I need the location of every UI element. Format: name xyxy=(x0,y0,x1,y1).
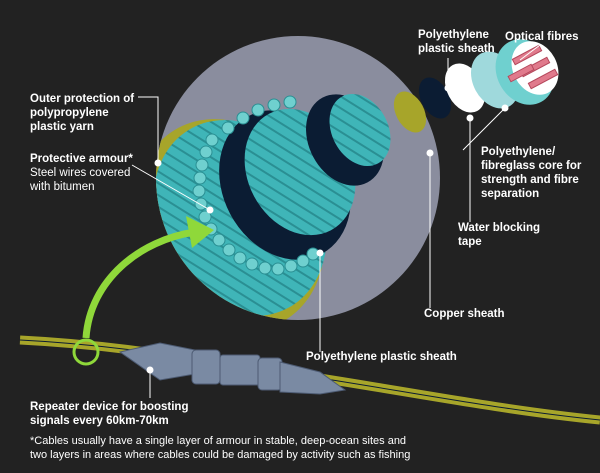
label-water-tape-line: Water blocking xyxy=(458,222,540,234)
label-pe-sheath-bottom-text: Polyethylene plastic sheath xyxy=(306,351,457,363)
label-repeater-line: Repeater device for boosting xyxy=(30,401,189,413)
label-armour-desc: with bitumen xyxy=(30,181,95,193)
label-water-tape: Water blocking tape xyxy=(458,221,540,249)
label-pe-sheath-top-line: Polyethylene xyxy=(418,29,489,41)
label-optical-fibres-text: Optical fibres xyxy=(505,31,579,43)
cable-core-tail xyxy=(393,39,559,133)
repeater-device xyxy=(118,342,347,395)
label-pe-sheath-top: Polyethylene plastic sheath xyxy=(418,28,495,56)
label-repeater: Repeater device for boosting signals eve… xyxy=(30,400,188,428)
label-outer-protection-line: Outer protection of xyxy=(30,93,135,105)
label-outer-protection-line: plastic yarn xyxy=(30,121,94,133)
zoom-arrow xyxy=(82,228,196,339)
label-repeater-line: signals every 60km-70km xyxy=(30,415,169,427)
footnote: *Cables usually have a single layer of a… xyxy=(30,434,410,462)
label-armour-desc: Steel wires covered xyxy=(30,167,131,179)
leader-dots xyxy=(146,84,509,374)
cable-cross-section xyxy=(156,93,391,320)
zoom-arrow-head xyxy=(186,216,214,248)
label-core-line: strength and fibre xyxy=(481,174,579,186)
label-optical-fibres: Optical fibres xyxy=(505,30,579,44)
label-copper-sheath-text: Copper sheath xyxy=(424,308,505,320)
label-core-line: fibreglass core for xyxy=(481,160,582,172)
leader-lines xyxy=(131,44,541,398)
label-copper-sheath: Copper sheath xyxy=(424,307,505,321)
footnote-line: two layers in areas where cables could b… xyxy=(30,449,411,461)
label-pe-sheath-top-line: plastic sheath xyxy=(418,43,495,55)
label-armour-title: Protective armour* xyxy=(30,153,133,165)
label-water-tape-line: tape xyxy=(458,236,482,248)
inner-wire-layer xyxy=(329,93,391,167)
label-core: Polyethylene/ fibreglass core for streng… xyxy=(481,145,581,201)
label-outer-protection-line: polypropylene xyxy=(30,107,109,119)
label-core-line: Polyethylene/ xyxy=(481,146,556,158)
footnote-line: *Cables usually have a single layer of a… xyxy=(30,435,407,447)
label-armour: Protective armour* Steel wires covered w… xyxy=(30,152,133,194)
armour-beads xyxy=(192,95,320,276)
zoom-indicator xyxy=(72,338,100,366)
label-outer-protection: Outer protection of polypropylene plasti… xyxy=(30,92,134,134)
label-core-line: separation xyxy=(481,188,540,200)
label-pe-sheath-bottom: Polyethylene plastic sheath xyxy=(306,350,457,364)
